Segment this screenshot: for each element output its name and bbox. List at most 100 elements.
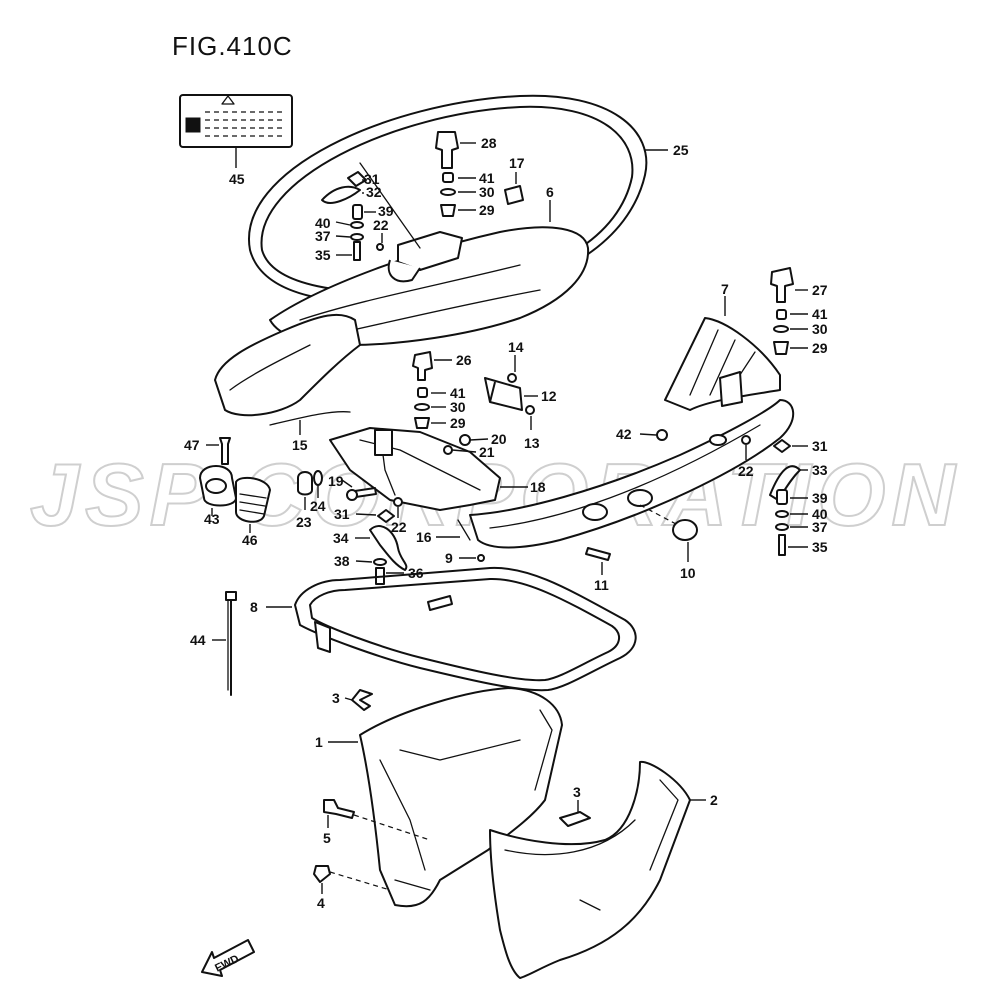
part-31-nut-mid[interactable] xyxy=(355,509,395,523)
label-8: 8 xyxy=(250,599,258,615)
label-19: 19 xyxy=(328,473,344,489)
part-11-bolt[interactable] xyxy=(585,547,611,575)
part-8-lower-seal[interactable] xyxy=(266,566,637,692)
label-2: 2 xyxy=(710,792,718,808)
label-36: 36 xyxy=(408,565,424,581)
part-1-lower-cowl-left[interactable] xyxy=(328,687,563,908)
part-7-rear-panel[interactable] xyxy=(664,296,781,411)
label-27: 27 xyxy=(812,282,828,298)
part-3-clip-lower[interactable] xyxy=(559,800,591,827)
part-47-pin[interactable] xyxy=(206,437,231,465)
label-45: 45 xyxy=(229,171,245,187)
part-26-latch-stack[interactable] xyxy=(412,351,452,429)
part-18-mount-bracket[interactable] xyxy=(329,427,528,511)
label-30-b: 30 xyxy=(450,399,466,415)
label-1: 1 xyxy=(315,734,323,750)
label-34: 34 xyxy=(333,530,349,546)
label-29-c: 29 xyxy=(812,340,828,356)
label-3-b: 3 xyxy=(573,784,581,800)
label-22-a: 22 xyxy=(373,217,389,233)
label-15: 15 xyxy=(292,437,308,453)
label-10: 10 xyxy=(680,565,696,581)
label-46: 46 xyxy=(242,532,258,548)
label-44: 44 xyxy=(190,632,206,648)
part-23-grommet[interactable] xyxy=(297,471,313,510)
part-45-warning-decal[interactable] xyxy=(179,94,293,168)
label-16: 16 xyxy=(416,529,432,545)
label-6: 6 xyxy=(546,184,554,200)
label-43: 43 xyxy=(204,511,220,527)
label-38: 38 xyxy=(334,553,350,569)
part-12-bracket[interactable] xyxy=(484,355,538,430)
part-5-bolt[interactable] xyxy=(323,799,431,841)
label-47: 47 xyxy=(184,437,200,453)
label-31-b: 31 xyxy=(334,506,350,522)
part-16-side-cowl[interactable] xyxy=(436,399,795,549)
label-24: 24 xyxy=(310,498,326,514)
label-29-a: 29 xyxy=(479,202,495,218)
part-19-bolt[interactable] xyxy=(341,479,377,501)
part-31-stack-right[interactable] xyxy=(769,439,808,556)
label-18: 18 xyxy=(530,479,546,495)
part-22-clip-mid[interactable] xyxy=(393,497,403,518)
label-22-b: 22 xyxy=(391,519,407,535)
label-32: 32 xyxy=(366,184,382,200)
label-40-b: 40 xyxy=(812,506,828,522)
label-22-c: 22 xyxy=(738,463,754,479)
label-5: 5 xyxy=(323,830,331,846)
label-29-b: 29 xyxy=(450,415,466,431)
label-11: 11 xyxy=(594,577,609,593)
label-17: 17 xyxy=(509,155,525,171)
label-3-a: 3 xyxy=(332,690,340,706)
part-2-lower-cowl-right[interactable] xyxy=(489,760,706,979)
part-27-latch-stack[interactable] xyxy=(770,267,808,355)
part-9-screw[interactable] xyxy=(459,554,485,562)
figure-title: FIG.410C xyxy=(172,31,293,61)
label-26: 26 xyxy=(456,352,472,368)
fwd-arrow-icon: FWD xyxy=(201,939,255,977)
part-4-bolt[interactable] xyxy=(313,865,391,894)
label-9: 9 xyxy=(445,550,453,566)
label-13: 13 xyxy=(524,435,540,451)
label-37-b: 37 xyxy=(812,519,828,535)
label-33: 33 xyxy=(812,462,828,478)
label-42: 42 xyxy=(616,426,632,442)
part-28-latch-stack[interactable] xyxy=(435,131,476,217)
label-23: 23 xyxy=(296,514,312,530)
part-31-stack-left[interactable] xyxy=(321,162,421,261)
label-25: 25 xyxy=(673,142,689,158)
label-21: 21 xyxy=(479,444,495,460)
part-44-cable-tie[interactable] xyxy=(212,591,237,696)
label-12: 12 xyxy=(541,388,557,404)
label-4: 4 xyxy=(317,895,325,911)
label-28: 28 xyxy=(481,135,497,151)
label-31-c: 31 xyxy=(812,438,828,454)
label-41-b: 41 xyxy=(450,385,466,401)
label-14: 14 xyxy=(508,339,524,355)
part-34-spring[interactable] xyxy=(355,525,408,571)
label-40-a: 40 xyxy=(315,215,331,231)
part-10-cap[interactable] xyxy=(639,504,698,562)
label-30-c: 30 xyxy=(812,321,828,337)
part-15-cowl-front[interactable] xyxy=(214,313,361,435)
label-37-a: 37 xyxy=(315,228,331,244)
label-7: 7 xyxy=(721,281,729,297)
part-17-small-decal[interactable] xyxy=(504,172,524,205)
label-35-b: 35 xyxy=(812,539,828,555)
label-41-c: 41 xyxy=(812,306,828,322)
label-39-a: 39 xyxy=(378,203,394,219)
part-46-bellows[interactable] xyxy=(235,476,271,533)
part-42-plug[interactable] xyxy=(639,429,668,441)
part-22-clip-right[interactable] xyxy=(741,435,751,460)
callout-labels: 45 28 25 17 31 41 6 32 30 39 29 40 22 37… xyxy=(184,135,828,911)
part-38-washer[interactable] xyxy=(355,558,387,566)
label-35-a: 35 xyxy=(315,247,331,263)
label-31-a: 31 xyxy=(364,171,380,187)
label-39-b: 39 xyxy=(812,490,828,506)
part-24-ring[interactable] xyxy=(313,470,323,498)
label-20: 20 xyxy=(491,431,507,447)
label-30-a: 30 xyxy=(479,184,495,200)
part-3-clip-upper[interactable] xyxy=(344,689,373,711)
label-41-a: 41 xyxy=(479,170,495,186)
